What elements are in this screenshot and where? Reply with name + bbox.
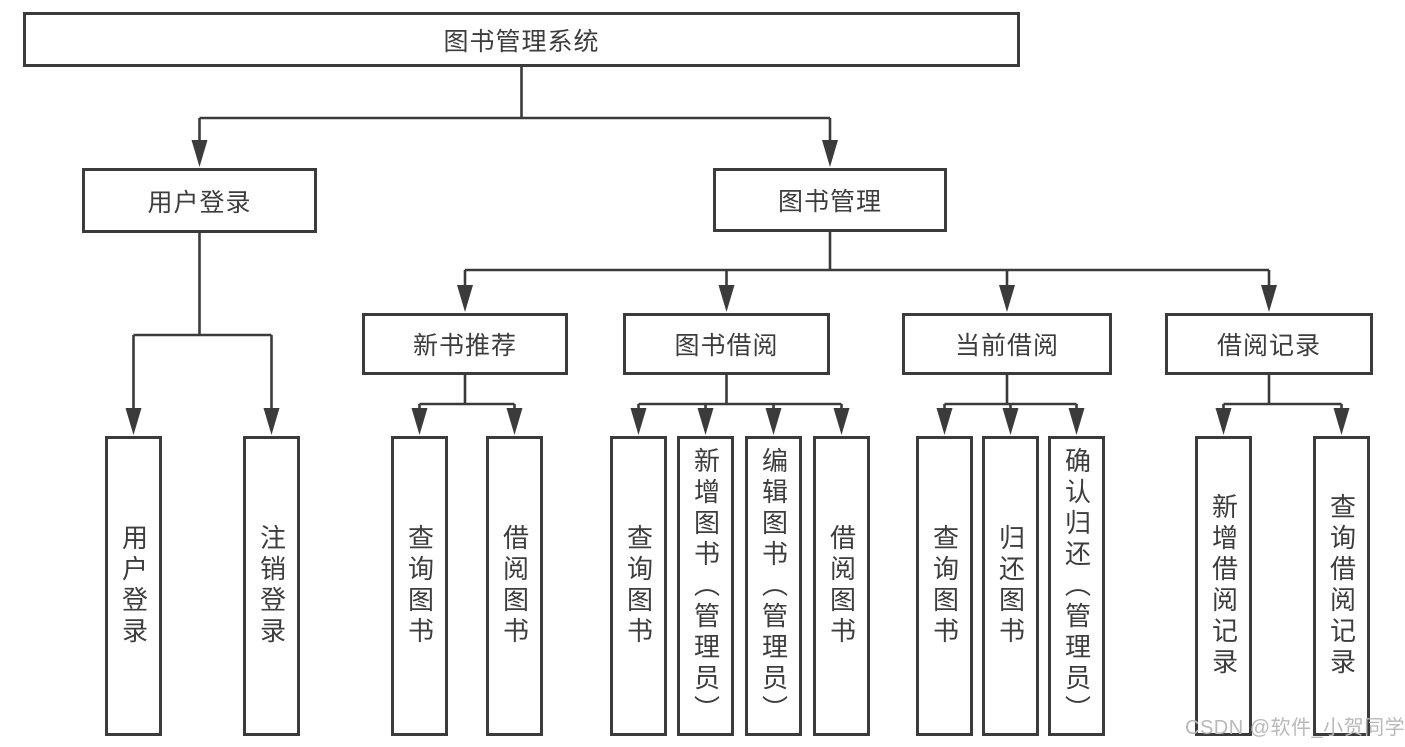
arrow-icon — [765, 408, 782, 435]
node-book-management: 图书管理 — [713, 168, 947, 232]
leaf-br-add-record: 新增借阅记录 — [1195, 436, 1252, 736]
arrow-icon — [1068, 408, 1085, 435]
arrow-icon — [263, 408, 280, 435]
node-book-borrow: 图书借阅 — [623, 313, 830, 375]
arrow-icon — [411, 408, 428, 435]
leaf-rec-query-books: 查询图书 — [391, 436, 448, 736]
arrow-icon — [822, 140, 838, 167]
leaf-bb-query-books: 查询图书 — [610, 436, 667, 736]
leaf-user-login: 用户登录 — [105, 436, 162, 736]
leaf-cb-confirm-return-admin: 确认归还（管理员） — [1048, 436, 1105, 736]
arrow-icon — [718, 285, 735, 312]
leaf-bb-add-books-admin: 新增图书（管理员） — [677, 436, 734, 736]
node-current-borrow: 当前借阅 — [902, 313, 1112, 375]
leaf-rec-borrow-books: 借阅图书 — [486, 436, 543, 736]
arrow-icon — [697, 408, 714, 435]
node-root-library-system: 图书管理系统 — [23, 12, 1020, 67]
node-borrow-records: 借阅记录 — [1165, 313, 1373, 375]
node-user-login: 用户登录 — [82, 168, 317, 233]
arrow-icon — [630, 408, 647, 435]
leaf-logout: 注销登录 — [243, 436, 300, 736]
leaf-bb-edit-books-admin: 编辑图书（管理员） — [745, 436, 802, 736]
arrow-icon — [1333, 408, 1350, 435]
connector-paths — [132, 67, 1343, 412]
arrow-icon — [191, 140, 208, 167]
arrow-icon — [833, 408, 850, 435]
arrow-icon — [125, 408, 142, 435]
leaf-bb-borrow-books: 借阅图书 — [813, 436, 870, 736]
leaf-br-query-record: 查询借阅记录 — [1313, 436, 1370, 736]
arrow-icon — [1261, 285, 1277, 312]
arrow-icon — [999, 285, 1015, 312]
csdn-watermark: CSDN @软件_小贺同学 — [1185, 717, 1405, 739]
arrow-icon — [1215, 408, 1232, 435]
leaf-cb-query-books: 查询图书 — [916, 436, 973, 736]
arrowheads — [125, 140, 1350, 435]
node-new-book-recommend: 新书推荐 — [362, 313, 568, 375]
arrow-icon — [457, 285, 473, 312]
arrow-icon — [936, 408, 953, 435]
arrow-icon — [1002, 408, 1019, 435]
arrow-icon — [506, 408, 523, 435]
leaf-cb-return-books: 归还图书 — [982, 436, 1039, 736]
